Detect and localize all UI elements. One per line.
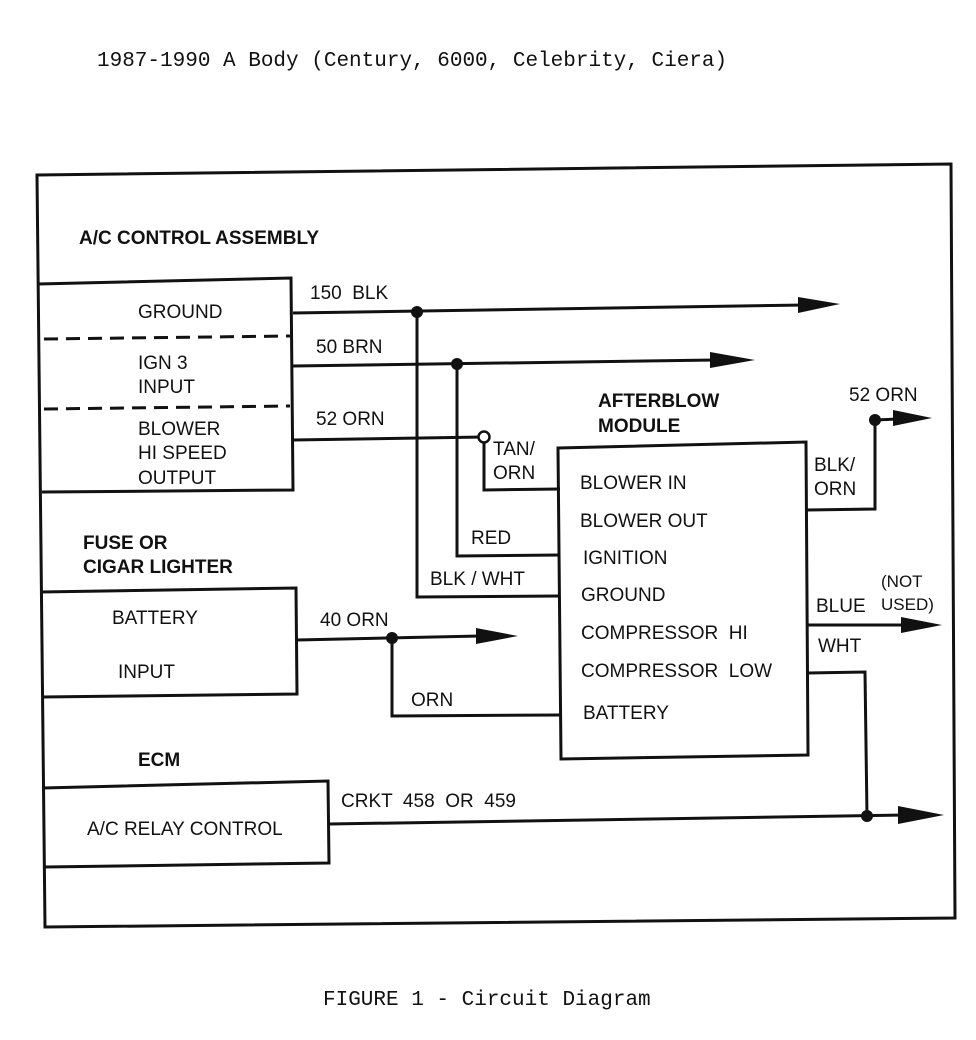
wire-blk-orn — [806, 421, 877, 512]
ecm-heading: ECM — [138, 750, 180, 771]
wire-wht-label: WHT — [818, 636, 862, 657]
wire-crkt-label: CRKT 458 OR 459 — [341, 791, 516, 812]
wire-orn-label: ORN — [411, 690, 453, 711]
module-compressor-low: COMPRESSOR LOW — [581, 661, 772, 682]
wire-crkt-arrow — [898, 806, 944, 824]
ac-ign3-label-1: IGN 3 — [138, 353, 188, 374]
module-heading-1: AFTERBLOW — [598, 391, 719, 412]
wire-150-blk-arrow — [798, 297, 840, 313]
wire-52-orn — [292, 435, 485, 442]
wire-52-orn-label: 52 ORN — [316, 409, 385, 430]
module-ground: GROUND — [581, 585, 665, 606]
fuse-heading-1: FUSE OR — [83, 533, 168, 554]
wire-red-label: RED — [471, 528, 511, 549]
wire-40-orn-label: 40 ORN — [320, 610, 389, 631]
ac-blower-label-2: HI SPEED — [138, 443, 227, 464]
module-heading-2: MODULE — [598, 416, 680, 437]
ecm-relay-label: A/C RELAY CONTROL — [87, 819, 283, 840]
wire-50-brn-label: 50 BRN — [316, 337, 383, 358]
wire-tan-orn — [482, 442, 561, 492]
module-battery: BATTERY — [583, 703, 669, 724]
wire-tan-orn-label-1: TAN/ — [493, 439, 536, 460]
wire-52-orn-out-arrow — [893, 410, 932, 426]
module-blower-in: BLOWER IN — [580, 473, 687, 494]
fuse-heading-2: CIGAR LIGHTER — [83, 557, 233, 578]
ac-control-divider-2 — [43, 404, 291, 411]
module-blower-out: BLOWER OUT — [580, 511, 708, 532]
ac-control-heading: A/C CONTROL ASSEMBLY — [79, 228, 319, 249]
wire-50-brn-arrow — [710, 352, 755, 368]
wire-blk-wht-label: BLK / WHT — [430, 569, 525, 590]
wire-orn — [390, 638, 561, 718]
ac-blower-label-1: BLOWER — [138, 419, 220, 440]
wire-52-orn-out-label: 52 ORN — [849, 385, 918, 406]
fuse-input-label: INPUT — [118, 662, 175, 683]
wire-tan-orn-label-2: ORN — [493, 463, 535, 484]
wire-40-orn-arrow — [476, 628, 518, 644]
figure-caption: FIGURE 1 - Circuit Diagram — [323, 989, 651, 1012]
not-used-label-1: (NOT — [881, 572, 923, 591]
ac-ground-label: GROUND — [138, 302, 222, 323]
wire-blk-orn-label-2: ORN — [814, 479, 856, 500]
ac-control-box — [37, 276, 295, 494]
page-title: 1987-1990 A Body (Century, 6000, Celebri… — [97, 50, 727, 73]
ac-control-divider-1 — [43, 334, 291, 341]
module-ignition: IGNITION — [583, 548, 667, 569]
wire-blk-wht — [415, 312, 561, 599]
wire-blue-arrow — [901, 617, 942, 633]
wire-150-blk-label: 150 BLK — [310, 283, 388, 304]
wire-crkt — [328, 813, 907, 826]
module-compressor-hi: COMPRESSOR HI — [581, 623, 748, 644]
wire-150-blk — [292, 303, 806, 315]
fuse-box — [39, 586, 299, 699]
ac-blower-label-3: OUTPUT — [138, 468, 217, 489]
not-used-label-2: USED) — [881, 595, 934, 614]
fuse-battery-label: BATTERY — [112, 608, 198, 629]
wire-wht — [807, 670, 869, 817]
junction-blower-open — [477, 430, 491, 444]
outer-border — [35, 162, 957, 929]
wire-blk-orn-label-1: BLK/ — [814, 455, 856, 476]
wire-blue-label: BLUE — [816, 596, 866, 617]
ecm-box — [42, 779, 331, 869]
ac-ign3-label-2: INPUT — [138, 377, 195, 398]
afterblow-module-box — [556, 440, 810, 761]
wire-red — [455, 364, 561, 558]
wire-50-brn — [292, 358, 716, 368]
